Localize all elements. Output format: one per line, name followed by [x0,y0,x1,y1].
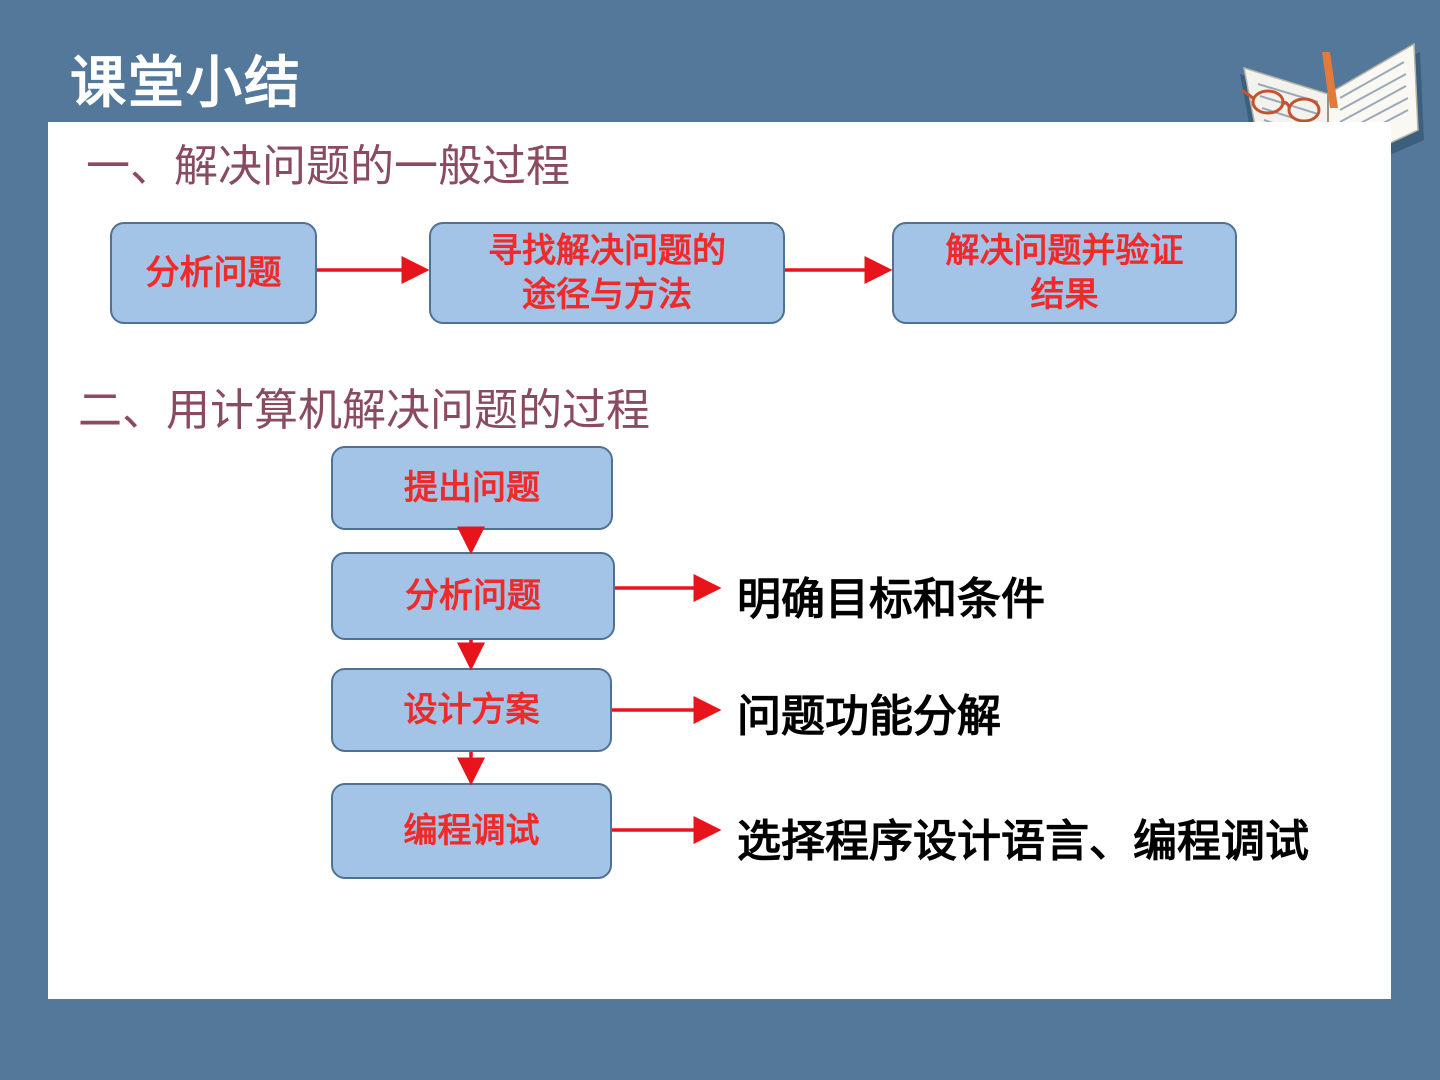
flow-box-analyze-problem-2: 分析问题 [331,552,615,640]
flow-box-label: 编程调试 [403,810,540,851]
flow-box-solve-verify: 解决问题并验证 结果 [892,222,1237,324]
flow-box-label: 分析问题 [405,575,541,616]
section-heading-computer-process: 二、用计算机解决问题的过程 [78,385,650,436]
section-heading-general-process: 一、解决问题的一般过程 [86,141,570,192]
flow-box-raise-problem: 提出问题 [331,446,613,530]
flow-box-find-method: 寻找解决问题的 途径与方法 [429,222,785,324]
flow-box-label-line2: 结果 [1030,275,1099,315]
flow-box-label-line2: 途径与方法 [522,275,692,315]
glasses-icon [1241,88,1321,123]
flow-box-label: 提出问题 [404,467,540,508]
flow-box-label: 寻找解决问题的 [488,230,726,271]
slide-title: 课堂小结 [70,51,302,116]
note-decompose-functions: 问题功能分解 [737,691,1001,742]
flow-box-program-debug: 编程调试 [331,783,612,879]
flow-box-analyze-problem: 分析问题 [110,222,317,324]
flow-box-design-plan: 设计方案 [331,668,612,752]
flow-box-label: 分析问题 [145,252,282,293]
note-choose-language: 选择程序设计语言、编程调试 [737,816,1309,867]
note-define-goals: 明确目标和条件 [737,574,1045,625]
flow-box-label: 解决问题并验证 [945,230,1184,271]
flow-box-label: 设计方案 [403,689,540,730]
